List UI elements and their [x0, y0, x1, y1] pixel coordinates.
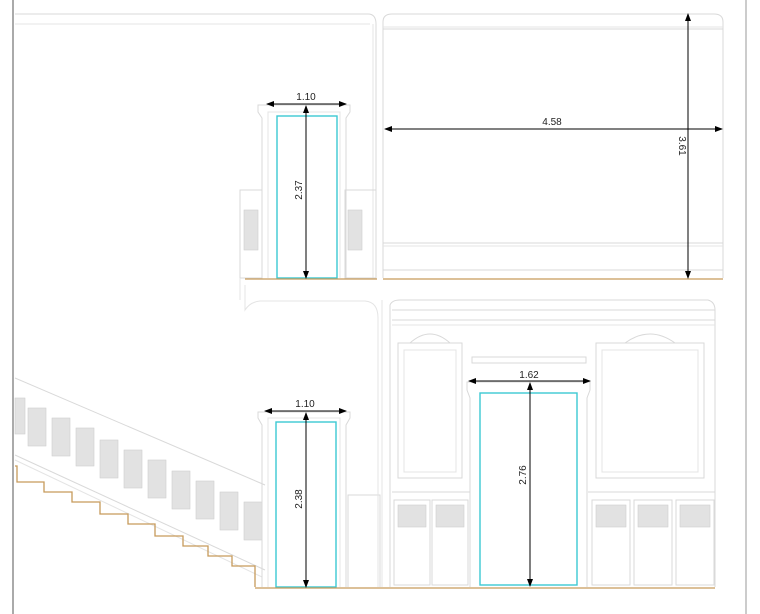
dim-lower-left-door-height: 2.38 [294, 489, 305, 509]
dim-lower-right-door-height: 2.76 [518, 465, 529, 485]
upper-left-wall [15, 13, 377, 278]
lower-left-door [244, 300, 383, 588]
upper-wall-panel [382, 13, 724, 280]
dim-lower-right-door-width: 1.62 [519, 370, 539, 381]
upper-door [239, 104, 377, 300]
upper-door-leaf [276, 115, 338, 279]
dim-lower-left-door-width: 1.10 [295, 399, 315, 410]
dim-upper-door-height: 2.37 [294, 180, 305, 200]
dim-upper-door-width: 1.10 [296, 92, 316, 103]
ornamental-wall [389, 299, 716, 587]
dim-wall-width: 4.58 [542, 117, 562, 128]
lower-right-door-leaf [479, 392, 578, 586]
staircase [14, 377, 266, 587]
dim-wall-height: 3.61 [676, 136, 687, 156]
